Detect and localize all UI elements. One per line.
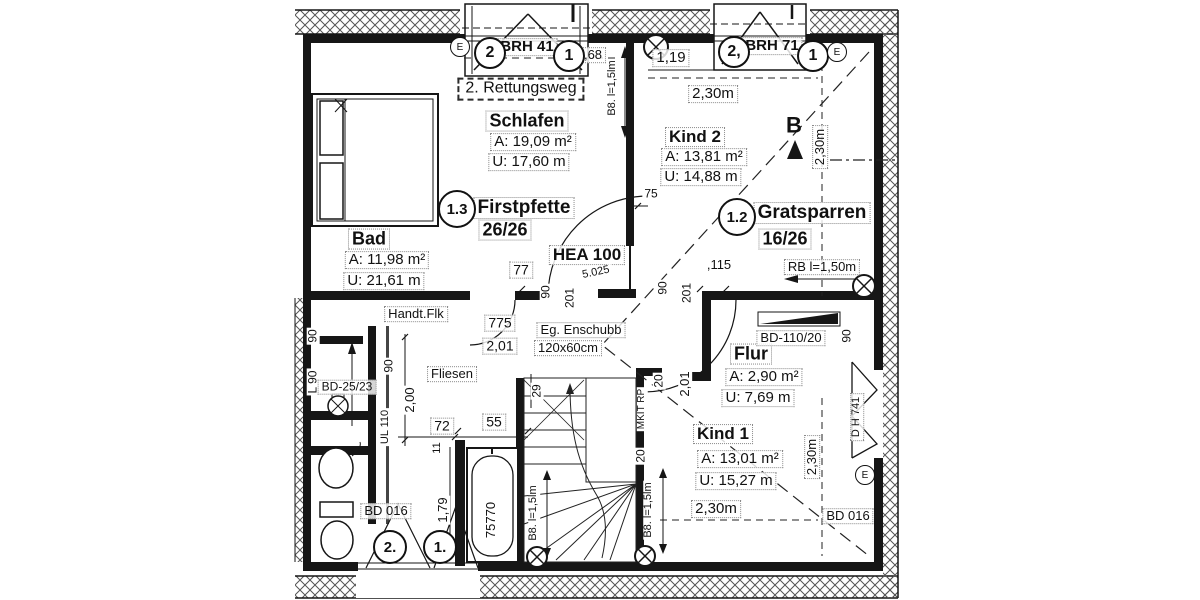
marker-ref-12: 1.2 (718, 198, 756, 236)
bed-icon (311, 93, 439, 227)
room-area-schlafen: A: 19,09 m² (490, 133, 576, 151)
marker-gratsparren: Gratsparren (753, 202, 871, 224)
dim-72: 72 (430, 417, 454, 435)
dim-20-a: 20 (651, 372, 666, 390)
marker-ref-13: 1.3 (438, 190, 476, 228)
dim-068: ,68 (579, 47, 607, 63)
room-name-schlafen: Schlafen (485, 110, 569, 132)
label-bd016-bad: BD 016 (360, 503, 412, 519)
dim-5025: 5.025 (579, 264, 613, 282)
dim-90-b: 90 (655, 279, 670, 297)
label-bd2523: BD-25/23 (317, 379, 377, 395)
door-cutout-bottom (356, 562, 480, 598)
door-marker-1: 1. (423, 530, 457, 564)
room-name-flur: Flur (730, 343, 772, 365)
dim-rb: RB l=1,50m (783, 259, 861, 275)
dim-201-a: 201 (562, 285, 577, 311)
dim-90-c: 90 (305, 327, 320, 345)
bathtub-icon (466, 447, 519, 563)
exit-marker-e-left: E (450, 37, 470, 57)
label-mkit-rp: MKIT RP (635, 386, 648, 432)
exit-marker-e-right: E (827, 42, 847, 62)
room-area-flur: A: 2,90 m² (725, 368, 803, 386)
dim-bb-top: B8. l=1,5lm (606, 58, 619, 118)
dim-775: 775 (484, 314, 516, 332)
window-label-brh71: BRH 71 (741, 37, 803, 55)
label-ul110: UL 110 (379, 407, 392, 447)
room-area-kind1: A: 13,01 m² (697, 450, 783, 468)
room-umfang-kind2: U: 14,88 m (660, 168, 742, 186)
dim-200: 2,00 (402, 385, 418, 415)
room-umfang-schlafen: U: 17,60 m (488, 153, 570, 171)
dim-230-kind2: 2,30m (812, 124, 828, 170)
door-marker-2: 2. (373, 530, 407, 564)
room-area-kind2: A: 13,81 m² (661, 148, 747, 166)
exit-marker-e-kind1: E (855, 465, 875, 485)
dim-bb-stair-right: B8. l=1,5lm (642, 480, 655, 540)
window-pos-2-left: 2 (474, 37, 506, 69)
dim-230-kind1-v: 2,30m (804, 434, 820, 480)
marker-firstpfette-size: 26/26 (478, 219, 532, 241)
room-umfang-bad: U: 21,61 m (343, 272, 425, 290)
dim-230-kind1-h: 2,30m (691, 500, 741, 518)
section-marker-triangle (787, 140, 803, 159)
dim-90-a: 90 (538, 283, 553, 301)
window-pos-2-right: 2, (718, 36, 750, 68)
label-einschub-1: Eg. Enschubb (536, 322, 626, 338)
washbasin-icon (327, 393, 349, 417)
section-marker-b: B (786, 112, 802, 138)
escape-route-label: 2. Rettungsweg (457, 77, 585, 101)
label-fliesen: Fliesen (427, 366, 477, 382)
label-dh741: D H 741 (850, 392, 864, 442)
dim-77: 77 (509, 261, 533, 279)
dim-201m-b: 2,01 (677, 369, 693, 399)
dim-119: 1,19 (652, 49, 690, 67)
dim-90-d: 90 (381, 357, 396, 375)
window-pos-1-left: 1 (553, 40, 585, 72)
room-name-bad: Bad (347, 228, 391, 250)
dim-230-top: 2,30m (688, 85, 738, 103)
door-arcs (469, 195, 737, 393)
label-bd11020: BD-110/20 (756, 330, 826, 346)
dim-201m: 2,01 (482, 337, 518, 355)
room-name-kind2: Kind 2 (665, 127, 725, 147)
dim-75: 75 (642, 186, 660, 201)
dim-55: 55 (482, 413, 506, 431)
marker-gratsparren-size: 16/26 (758, 228, 812, 250)
bd-110-20-symbol (757, 311, 841, 327)
label-bd016-kind1: BD 016 (822, 508, 874, 524)
window-pos-1-right: 1 (797, 40, 829, 72)
stairs-icon (523, 377, 637, 563)
toilet-icon (319, 501, 354, 560)
dim-201-b: 201 (679, 280, 694, 306)
sink-icon (318, 441, 361, 489)
dim-29: 29 (529, 382, 544, 400)
label-tub-75770: 75770 (483, 501, 499, 539)
label-einschub-2: 120x60cm (534, 340, 602, 356)
marker-firstpfette: Firstpfette (473, 197, 575, 219)
beam-label-hea100: HEA 100 (548, 245, 626, 265)
room-area-bad: A: 11,98 m² (344, 251, 430, 269)
dim-20-b: 20 (633, 447, 648, 465)
label-handtuch: Handt.Flk (384, 306, 448, 322)
dim-bb-stair-left: B8. l=1,5lm (527, 483, 540, 543)
room-umfang-kind1: U: 15,27 m (695, 472, 777, 490)
dim-90-e: 90 (839, 327, 854, 345)
room-umfang-flur: U: 7,69 m (721, 389, 795, 407)
dim-11: 11 (431, 442, 444, 454)
dim-179: 1,79 (435, 495, 451, 525)
room-name-kind1: Kind 1 (693, 424, 753, 444)
dim-115: ,115 (706, 257, 732, 273)
window-label-brh41: BRH 41 (496, 38, 558, 56)
